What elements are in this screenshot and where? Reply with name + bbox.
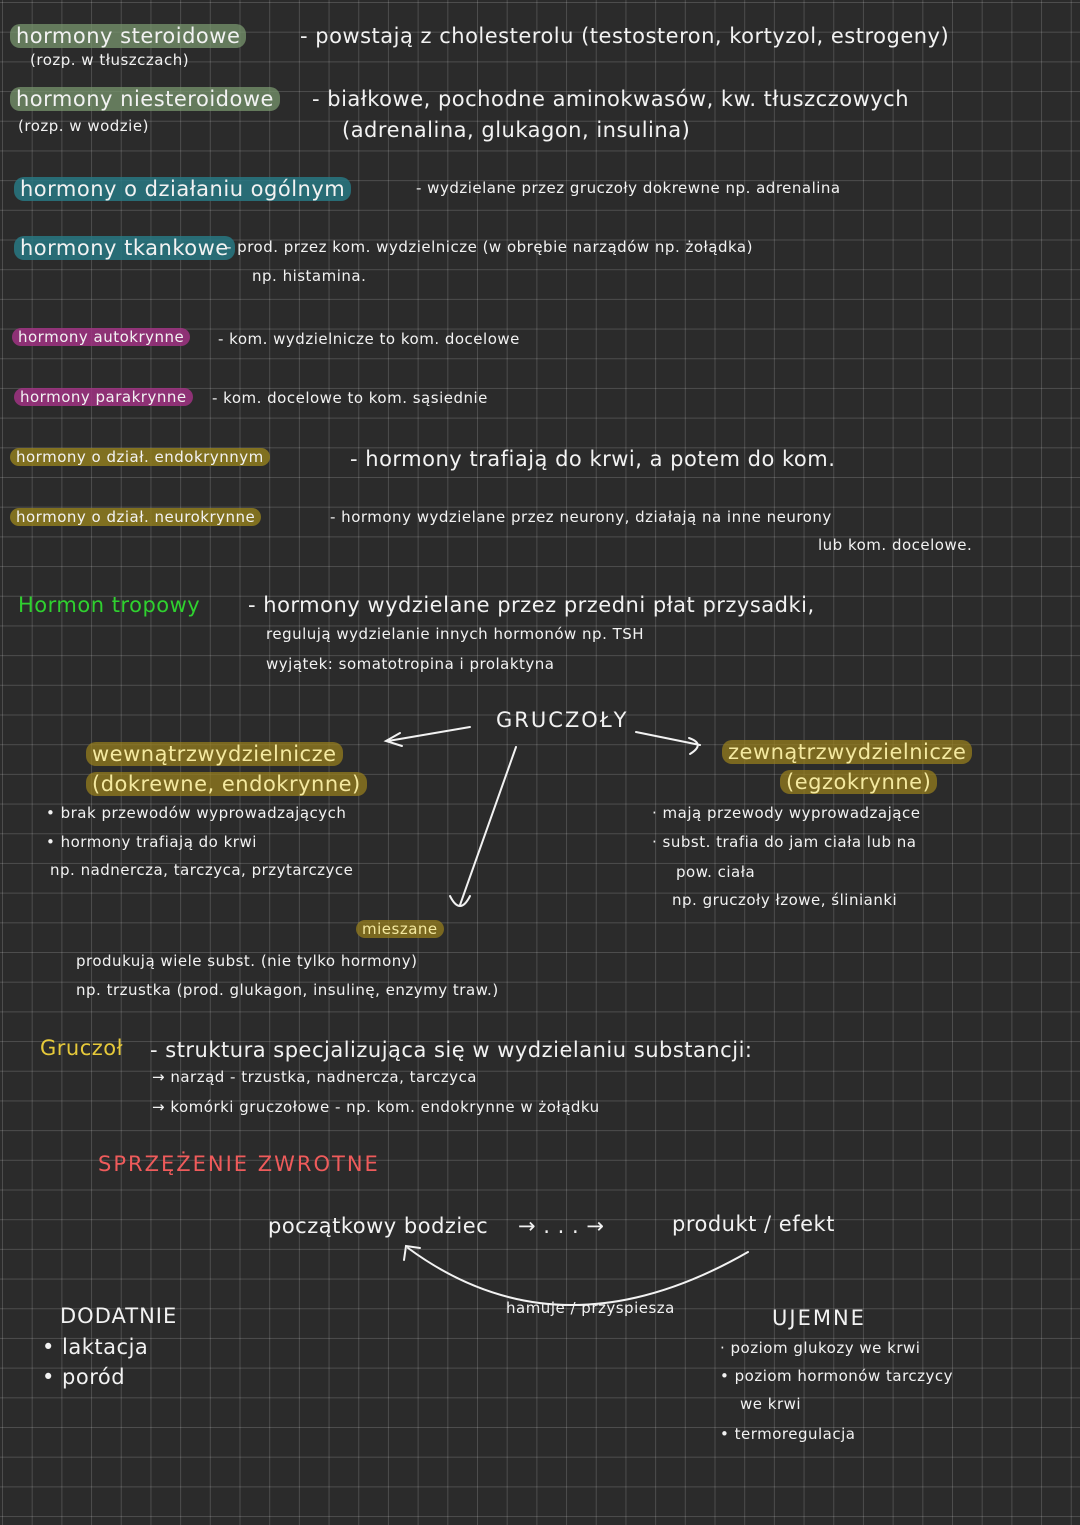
feedback-initial-stimulus: początkowy bodziec: [268, 1214, 489, 1238]
term-endocrine-action: hormony o dział. endokrynnym: [10, 448, 270, 466]
term-neurocrine-action: hormony o dział. neurokrynne: [10, 508, 262, 526]
term-tropic-hormone: Hormon tropowy: [18, 593, 201, 617]
note-steroid: (rozp. w tłuszczach): [30, 51, 190, 69]
tropic-line1: - hormony wydzielane przez przedni płat …: [248, 593, 815, 617]
endocrine-example: np. nadnercza, tarczyca, przytarczyce: [50, 861, 354, 879]
def-tissue-example: np. histamina.: [252, 267, 367, 285]
def-neurocrine-cont: lub kom. docelowe.: [818, 536, 973, 554]
negative-feedback-title: UJEMNE: [772, 1306, 866, 1330]
exocrine-glands-subtitle: (egzokrynne): [780, 770, 938, 794]
term-paracrine: hormony parakrynne: [14, 388, 193, 406]
def-tissue-hormones: - prod. przez kom. wydzielnicze (w obręb…: [226, 238, 753, 256]
endocrine-bullet-2: • hormony trafiają do krwi: [46, 833, 257, 851]
mixed-line1: produkują wiele subst. (nie tylko hormon…: [76, 952, 418, 970]
feedback-product-effect: produkt / efekt: [672, 1212, 835, 1236]
endocrine-glands-title: wewnątrzwydzielnicze: [86, 742, 343, 766]
mixed-glands-title: mieszane: [356, 920, 444, 938]
def-paracrine: - kom. docelowe to kom. sąsiednie: [212, 389, 488, 407]
def-nonsteroid-examples: (adrenalina, glukagon, insulina): [342, 118, 691, 142]
arrow-to-endocrine-icon: [387, 726, 471, 742]
term-tissue-hormones: hormony tkankowe: [14, 236, 235, 260]
negative-item-thyroid-cont: we krwi: [740, 1395, 802, 1413]
arrow-to-mixed-icon: [459, 746, 517, 906]
tropic-line3: wyjątek: somatotropina i prolaktyna: [266, 655, 555, 673]
glands-title: GRUCZOŁY: [496, 708, 629, 732]
feedback-flow-arrows: → . . . →: [518, 1214, 605, 1238]
exocrine-bullet-1: · mają przewody wyprowadzające: [652, 804, 921, 822]
def-steroid: - powstają z cholesterolu (testosteron, …: [300, 24, 950, 48]
endocrine-bullet-1: • brak przewodów wyprowadzających: [46, 804, 347, 822]
def-endocrine-action: - hormony trafiają do krwi, a potem do k…: [350, 447, 836, 471]
positive-item-lactation: • laktacja: [42, 1335, 149, 1359]
term-autocrine: hormony autokrynne: [12, 328, 191, 346]
note-nonsteroid: (rozp. w wodzie): [18, 117, 149, 135]
def-nonsteroid: - białkowe, pochodne aminokwasów, kw. tł…: [312, 87, 910, 111]
feedback-title: SPRZĘŻENIE ZWROTNE: [98, 1152, 380, 1176]
negative-item-thyroid: • poziom hormonów tarczycy: [720, 1367, 954, 1385]
positive-item-birth: • poród: [42, 1365, 126, 1389]
mixed-line2: np. trzustka (prod. glukagon, insulinę, …: [76, 981, 499, 999]
arrow-to-exocrine-icon: [635, 731, 701, 746]
gland-item-cells: → komórki gruczołowe - np. kom. endokryn…: [152, 1098, 600, 1116]
def-neurocrine-action: - hormony wydzielane przez neurony, dzia…: [330, 508, 832, 526]
gland-def: - struktura specjalizująca się w wydziel…: [150, 1038, 753, 1062]
gland-item-organ: → narząd - trzustka, nadnercza, tarczyca: [152, 1068, 478, 1086]
endocrine-glands-subtitle: (dokrewne, endokrynne): [86, 772, 367, 796]
negative-item-thermoregulation: • termoregulacja: [720, 1425, 856, 1443]
negative-item-glucose: · poziom glukozy we krwi: [720, 1339, 921, 1357]
term-nonsteroid-hormones: hormony niesteroidowe: [10, 87, 280, 111]
tropic-line2: regulują wydzielanie innych hormonów np.…: [266, 625, 645, 643]
exocrine-bullet-2: · subst. trafia do jam ciała lub na: [652, 833, 917, 851]
term-general-action: hormony o działaniu ogólnym: [14, 177, 352, 201]
def-general-action: - wydzielane przez gruczoły dokrewne np.…: [416, 179, 841, 197]
def-autocrine: - kom. wydzielnicze to kom. docelowe: [218, 330, 520, 348]
term-gland: Gruczoł: [40, 1036, 124, 1060]
feedback-loop-arrow-icon: [407, 1247, 749, 1306]
positive-feedback-title: DODATNIE: [60, 1304, 178, 1328]
exocrine-glands-title: zewnątrzwydzielnicze: [722, 740, 973, 764]
exocrine-continuation: pow. ciała: [676, 863, 756, 881]
feedback-loop-label: hamuje / przyspiesza: [506, 1299, 675, 1317]
term-steroid-hormones: hormony steroidowe: [10, 24, 247, 48]
exocrine-example: np. gruczoły łzowe, ślinianki: [672, 891, 898, 909]
